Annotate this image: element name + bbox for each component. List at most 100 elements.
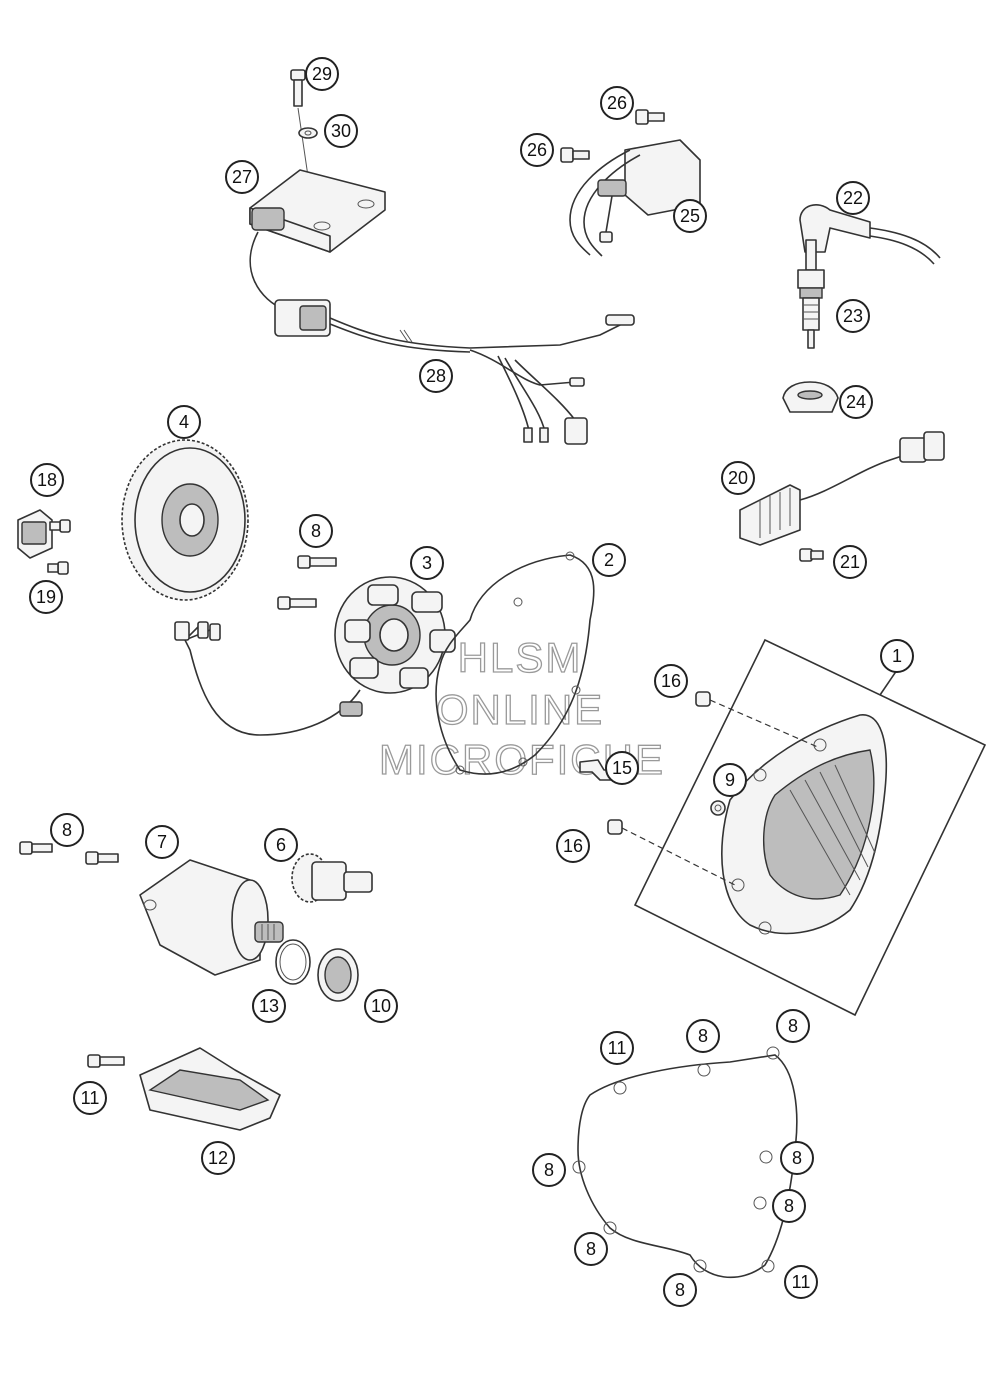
callout-20[interactable]: 20 bbox=[721, 461, 755, 495]
callout-30[interactable]: 30 bbox=[324, 114, 358, 148]
starter-bolt-right[interactable] bbox=[85, 851, 119, 865]
watermark-line-1: HLSM bbox=[458, 634, 583, 681]
callout-12[interactable]: 12 bbox=[201, 1141, 235, 1175]
callout-22[interactable]: 22 bbox=[836, 181, 870, 215]
callout-label: 25 bbox=[680, 206, 700, 226]
pickup-sensor-part[interactable] bbox=[17, 509, 53, 559]
callout-label: 10 bbox=[371, 996, 391, 1016]
callout-11-gasket-b[interactable]: 11 bbox=[784, 1265, 818, 1299]
starter-motor-part[interactable] bbox=[139, 859, 284, 976]
callout-19[interactable]: 19 bbox=[29, 580, 63, 614]
callout-label: 8 bbox=[784, 1196, 794, 1216]
callout-26-upper[interactable]: 26 bbox=[600, 86, 634, 120]
callout-label: 12 bbox=[208, 1148, 228, 1168]
ecu-module-part[interactable] bbox=[249, 169, 386, 311]
stator-bolt-lower[interactable] bbox=[277, 596, 317, 610]
callout-15[interactable]: 15 bbox=[605, 751, 639, 785]
plug-part[interactable] bbox=[710, 800, 726, 816]
wiring-harness-part[interactable] bbox=[274, 299, 635, 445]
callout-label: 8 bbox=[675, 1280, 685, 1300]
callout-label: 8 bbox=[62, 820, 72, 840]
callout-label: 15 bbox=[612, 758, 632, 778]
callout-8-gasket-c[interactable]: 8 bbox=[532, 1153, 566, 1187]
callout-27[interactable]: 27 bbox=[225, 160, 259, 194]
dowel-sleeve-lower[interactable] bbox=[607, 819, 736, 886]
callout-23[interactable]: 23 bbox=[836, 299, 870, 333]
starter-guard-part[interactable] bbox=[139, 1047, 281, 1131]
starter-bolt-left[interactable] bbox=[19, 841, 53, 855]
guard-bolt-part[interactable] bbox=[87, 1054, 125, 1068]
stator-part[interactable] bbox=[174, 576, 456, 736]
ignition-cover-assembly-part[interactable] bbox=[633, 638, 987, 1017]
outer-gasket-part[interactable] bbox=[572, 1046, 798, 1279]
callout-label: 4 bbox=[179, 412, 189, 432]
callout-8-gasket-d[interactable]: 8 bbox=[780, 1141, 814, 1175]
ignition-coil-part[interactable] bbox=[569, 139, 701, 257]
sensor-screw-upper[interactable] bbox=[49, 519, 71, 533]
o-ring-part[interactable] bbox=[275, 939, 311, 985]
dowel-sleeve-upper[interactable] bbox=[695, 691, 821, 749]
spark-plug-connector-part[interactable] bbox=[799, 204, 941, 265]
callout-label: 7 bbox=[157, 832, 167, 852]
callout-6[interactable]: 6 bbox=[264, 828, 298, 862]
callout-label: 11 bbox=[608, 1038, 627, 1058]
callout-label: 8 bbox=[586, 1239, 596, 1259]
callout-13[interactable]: 13 bbox=[252, 989, 286, 1023]
callout-9[interactable]: 9 bbox=[713, 763, 747, 797]
callout-label: 19 bbox=[36, 587, 56, 607]
callout-16-lower[interactable]: 16 bbox=[556, 829, 590, 863]
starter-bushing-part[interactable] bbox=[317, 948, 359, 1002]
callout-18[interactable]: 18 bbox=[30, 463, 64, 497]
spark-plug-part[interactable] bbox=[797, 239, 825, 349]
sensor-screw-lower[interactable] bbox=[47, 561, 69, 575]
callout-label: 26 bbox=[607, 93, 627, 113]
callout-8-gasket-g[interactable]: 8 bbox=[663, 1273, 697, 1307]
voltage-regulator-part[interactable] bbox=[739, 431, 945, 546]
regulator-screw-part[interactable] bbox=[799, 548, 824, 562]
callout-8-gasket-e[interactable]: 8 bbox=[772, 1189, 806, 1223]
callout-label: 8 bbox=[311, 521, 321, 541]
callout-label: 16 bbox=[563, 836, 583, 856]
callout-8-gasket-b[interactable]: 8 bbox=[776, 1009, 810, 1043]
starter-drive-gear-part[interactable] bbox=[291, 853, 373, 903]
coil-bolt-upper[interactable] bbox=[635, 109, 665, 125]
callout-7[interactable]: 7 bbox=[145, 825, 179, 859]
callout-28[interactable]: 28 bbox=[419, 359, 453, 393]
callout-label: 29 bbox=[312, 64, 332, 84]
callout-2[interactable]: 2 bbox=[592, 543, 626, 577]
callout-11-guard[interactable]: 11 bbox=[73, 1081, 107, 1115]
callout-4[interactable]: 4 bbox=[167, 405, 201, 439]
callout-label: 6 bbox=[276, 835, 286, 855]
plug-seal-part[interactable] bbox=[782, 381, 839, 413]
callout-3[interactable]: 3 bbox=[410, 546, 444, 580]
callout-1[interactable]: 1 bbox=[880, 639, 914, 673]
callout-8-gasket-a[interactable]: 8 bbox=[686, 1019, 720, 1053]
callout-16-upper[interactable]: 16 bbox=[654, 664, 688, 698]
cover-gasket-part[interactable] bbox=[435, 551, 595, 775]
callout-label: 20 bbox=[728, 468, 748, 488]
callout-8-stator[interactable]: 8 bbox=[299, 514, 333, 548]
callout-25[interactable]: 25 bbox=[673, 199, 707, 233]
callout-label: 11 bbox=[792, 1272, 811, 1292]
washer-part[interactable] bbox=[298, 127, 318, 139]
ecu-bolt-part[interactable] bbox=[290, 69, 311, 191]
callout-label: 28 bbox=[426, 366, 446, 386]
callout-24[interactable]: 24 bbox=[839, 385, 873, 419]
callout-21[interactable]: 21 bbox=[833, 545, 867, 579]
callout-label: 8 bbox=[792, 1148, 802, 1168]
callout-label: 1 bbox=[892, 646, 902, 666]
callout-26-lower[interactable]: 26 bbox=[520, 133, 554, 167]
callout-8-starter[interactable]: 8 bbox=[50, 813, 84, 847]
callout-29[interactable]: 29 bbox=[305, 57, 339, 91]
callout-8-gasket-f[interactable]: 8 bbox=[574, 1232, 608, 1266]
callout-10[interactable]: 10 bbox=[364, 989, 398, 1023]
callout-label: 3 bbox=[422, 553, 432, 573]
callout-label: 2 bbox=[604, 550, 614, 570]
stator-bolt-upper[interactable] bbox=[297, 555, 337, 569]
callout-11-gasket-a[interactable]: 11 bbox=[600, 1031, 634, 1065]
callout-1-leader bbox=[879, 669, 898, 696]
callout-label: 9 bbox=[725, 770, 735, 790]
flywheel-rotor-part[interactable] bbox=[121, 439, 249, 601]
coil-bolt-lower[interactable] bbox=[560, 147, 590, 163]
